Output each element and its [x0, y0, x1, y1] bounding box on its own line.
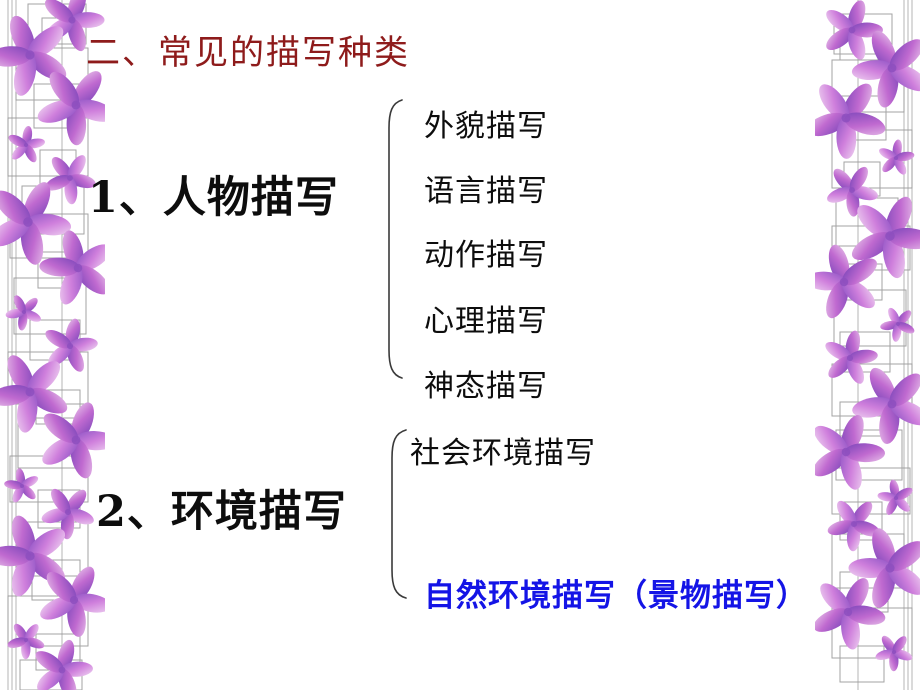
bracket-group-1 [382, 98, 412, 384]
branch-item-demeanor-description: 神态描写 [424, 369, 548, 404]
sakura-blossom-group [0, 0, 105, 690]
branch-item-action-description: 动作描写 [424, 238, 548, 273]
page-title: 二、常见的描写种类 [86, 33, 410, 73]
sakura-blossom-group [815, 0, 920, 679]
branch-item-social-environment-description: 社会环境描写 [410, 436, 596, 471]
group-heading-environment-description: 2、环境描写 [96, 487, 347, 537]
group-heading-people-description: 1、人物描写 [88, 173, 339, 223]
branch-item-psychological-description: 心理描写 [424, 304, 548, 339]
branch-item-appearance-description: 外貌描写 [424, 109, 548, 144]
branch-item-language-description: 语言描写 [424, 174, 548, 209]
left-floral-border [0, 0, 105, 690]
branch-item-natural-environment-description: 自然环境描写（景物描写） [424, 578, 808, 614]
right-floral-border [815, 0, 920, 690]
